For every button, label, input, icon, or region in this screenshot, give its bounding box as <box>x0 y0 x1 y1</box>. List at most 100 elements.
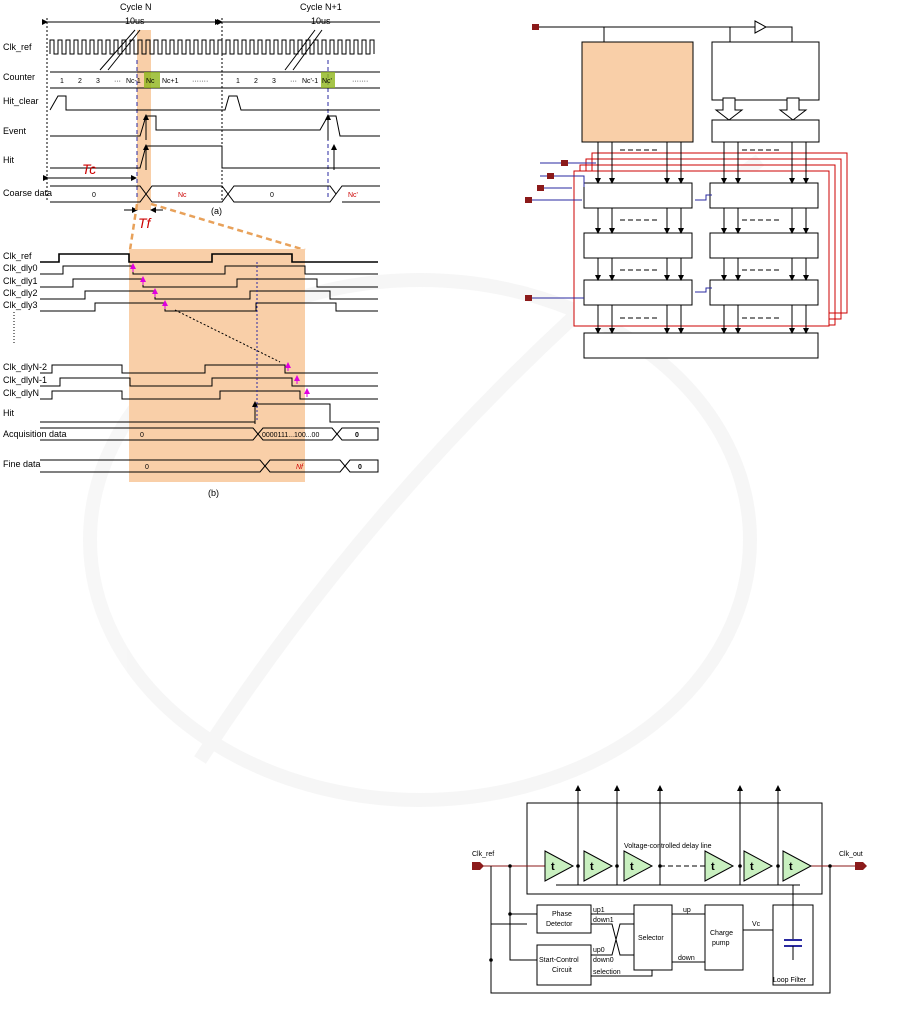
vcdl-title: Voltage-controlled delay line <box>624 843 712 850</box>
dly-wave-4 <box>40 302 378 312</box>
svg-text:0: 0 <box>358 464 362 471</box>
svg-text:Clk_dly3: Clk_dly3 <box>3 300 38 310</box>
dly-wave-0 <box>40 253 378 263</box>
dly-wave-7 <box>40 390 378 400</box>
tc-label: Tc <box>82 161 96 177</box>
timing-diagram-a: Cycle N Cycle N+1 10us 10us Clk_ref Coun… <box>3 2 380 252</box>
tdc-highlight-band <box>137 30 151 210</box>
cnt-dots: ··· <box>114 78 121 85</box>
cnt-nc1: Nc+1 <box>162 78 179 85</box>
delay-buffer-label: t <box>750 861 754 873</box>
svg-text:0: 0 <box>92 192 96 199</box>
sig-event: Event <box>3 126 27 136</box>
phase-detector <box>536 904 592 934</box>
delay-buffer-label: t <box>590 861 594 873</box>
dll-block <box>711 41 820 101</box>
svg-text:·······: ······· <box>352 78 368 85</box>
svg-text:Hit: Hit <box>3 408 14 418</box>
period2-label: 10us <box>311 16 331 26</box>
svg-text:Clk_dly0: Clk_dly0 <box>3 263 38 273</box>
delay-clock-waves <box>40 253 378 400</box>
svg-text:Clk_dlyN-1: Clk_dlyN-1 <box>3 375 47 385</box>
sig-coarse-data: Coarse data <box>3 188 52 198</box>
cycle-n1-label: Cycle N+1 <box>300 2 342 12</box>
svg-text:Nc: Nc <box>178 192 187 199</box>
svg-text:selection: selection <box>593 969 621 976</box>
delay-buffer-1 <box>583 850 614 882</box>
dly-wave-2 <box>40 278 378 288</box>
caption-a: (a) <box>211 206 222 216</box>
timing-diagram-b: Clk_ref Clk_dly0 Clk_dly1 Clk_dly2 Clk_d… <box>3 249 380 498</box>
cnt-1: 1 <box>60 78 64 85</box>
svg-text:up0: up0 <box>593 947 605 954</box>
acq-data-bus <box>40 427 379 441</box>
cnt-dots2: ······· <box>192 78 208 85</box>
svg-text:up: up <box>683 907 691 914</box>
svg-text:Charge: Charge <box>710 930 733 937</box>
delay-buffer-4 <box>743 850 774 882</box>
svg-text:Start-Control: Start-Control <box>539 957 579 964</box>
delay-buffer-label: t <box>551 861 555 873</box>
svg-text:0: 0 <box>140 432 144 439</box>
selector <box>633 904 673 971</box>
svg-text:Selector: Selector <box>638 935 664 942</box>
coarse-data-bus <box>50 185 380 203</box>
svg-text:Circuit: Circuit <box>552 967 572 974</box>
svg-text:Phase: Phase <box>552 911 572 918</box>
svg-text:Clk_dlyN: Clk_dlyN <box>3 388 39 398</box>
cnt-nc-1: Nc-1 <box>126 78 141 85</box>
start-control-circuit <box>536 944 592 986</box>
svg-text:Nf: Nf <box>296 464 304 471</box>
svg-text:Nc': Nc' <box>322 78 332 85</box>
delay-line-block <box>581 41 694 143</box>
svg-text:0: 0 <box>270 192 274 199</box>
period-label: 10us <box>125 16 145 26</box>
svg-text:···: ··· <box>290 78 297 85</box>
dly-wave-1 <box>40 265 378 275</box>
svg-text:Nc': Nc' <box>348 192 358 199</box>
dll-schematic: Voltage-controlled delay line Clk_ref Cl… <box>472 785 867 994</box>
svg-text:Nc'-1: Nc'-1 <box>302 78 318 85</box>
sig-clk-ref: Clk_ref <box>3 42 32 52</box>
cycle-n-label: Cycle N <box>120 2 152 12</box>
sig-counter: Counter <box>3 72 35 82</box>
tf-label: Tf <box>138 215 153 231</box>
sig-hit: Hit <box>3 155 14 165</box>
cnt-nc: Nc <box>146 78 155 85</box>
svg-text:1: 1 <box>236 78 240 85</box>
svg-text:0: 0 <box>145 464 149 471</box>
event-wave <box>50 115 380 137</box>
svg-text:Clk_ref: Clk_ref <box>3 251 32 261</box>
clk-ref-wave <box>49 39 375 55</box>
counter-bus: 1 2 3 ··· Nc-1 Nc Nc+1 ······· 1 2 3 ···… <box>50 29 380 89</box>
sig-hit-clear: Hit_clear <box>3 96 39 106</box>
cnt-2: 2 <box>78 78 82 85</box>
svg-text:3: 3 <box>272 78 276 85</box>
caption-b: (b) <box>208 488 219 498</box>
dly-wave-5 <box>40 364 378 374</box>
delay-buffer-0 <box>544 850 575 882</box>
delay-buffer-label: t <box>789 861 793 873</box>
delay-buffer-label: t <box>630 861 634 873</box>
svg-text:down1: down1 <box>593 917 614 924</box>
svg-text:up1: up1 <box>593 907 605 914</box>
hit-clear-wave <box>49 95 380 111</box>
svg-text:0: 0 <box>355 432 359 439</box>
delay-buffer-5 <box>782 850 813 882</box>
charge-pump <box>704 904 744 971</box>
svg-text:Fine data: Fine data <box>3 459 41 469</box>
tdc-block-diagram <box>525 20 848 359</box>
svg-text:Acquisition data: Acquisition data <box>3 429 67 439</box>
svg-text:Vc: Vc <box>752 921 761 928</box>
svg-text:Detector: Detector <box>546 921 573 928</box>
svg-text:2: 2 <box>254 78 258 85</box>
svg-text:pump: pump <box>712 940 730 947</box>
svg-text:Loop Filter: Loop Filter <box>773 977 807 984</box>
clk-ref-input: Clk_ref <box>472 851 494 858</box>
svg-text:0000111...100...00: 0000111...100...00 <box>262 432 319 439</box>
hit-wave <box>50 145 380 169</box>
clk-out-output: Clk_out <box>839 851 863 858</box>
cnt-3: 3 <box>96 78 100 85</box>
svg-text:Clk_dly2: Clk_dly2 <box>3 288 38 298</box>
